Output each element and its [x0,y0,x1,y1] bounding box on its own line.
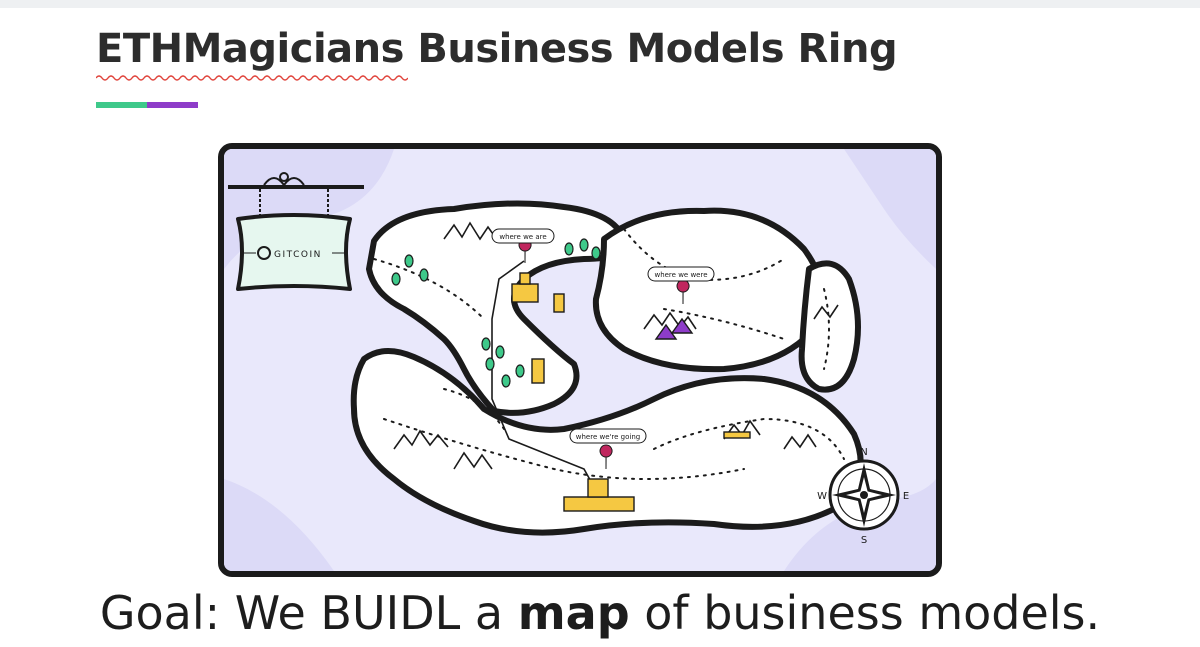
castles [511,272,751,512]
gitcoin-logo-icon [257,246,271,260]
bg-blob-bottom-left [224,479,334,571]
compass-n: N [860,447,867,458]
accent-bar-purple [147,102,198,108]
purple-peaks [654,317,694,340]
mountain-ranges [393,221,839,470]
bg-blob-top-right [844,149,936,269]
accent-bar-green [96,102,147,108]
accent-bar [96,102,198,108]
goal-statement: Goal: We BUIDL a map of business models. [0,586,1200,640]
island-east [798,260,861,393]
label-where-we-were: where we were [654,271,707,279]
goal-suffix: of business models. [629,586,1101,640]
trees [391,238,601,388]
fantasy-map-illustration: where we are where we were where we're g… [218,143,942,577]
compass-w: W [817,491,827,502]
route-line [491,260,595,488]
island-northwest [366,200,628,416]
goal-prefix: Goal: We BUIDL a [99,586,518,640]
spellcheck-underline [96,75,408,81]
bubble-where-we-were: where we were [647,266,715,282]
gitcoin-sign: GITCOIN [228,172,364,291]
compass-rose-icon: N E S W [817,447,909,546]
bubble-where-were-going: where we're going [569,428,647,444]
compass-e: E [903,491,909,502]
label-where-we-are: where we are [499,233,546,241]
slide-title: ETHMagicians Business Models Ring [96,26,898,72]
compass-s: S [861,535,867,546]
sign-text: GITCOIN [274,250,322,260]
location-pins [518,238,690,470]
map-svg: where we are where we were where we're g… [224,149,936,571]
island-northeast [592,207,825,373]
label-where-were-going: where we're going [576,433,641,441]
top-strip [0,0,1200,8]
bg-blob-top-left [224,149,394,269]
bubble-where-we-are: where we are [491,228,555,244]
goal-emphasis: map [517,586,630,640]
